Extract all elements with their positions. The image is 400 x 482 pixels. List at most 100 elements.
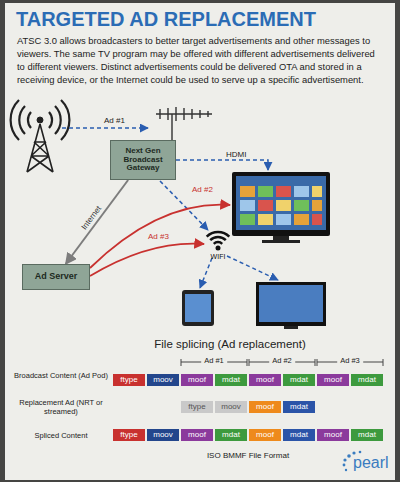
row-label: Spliced Content [14, 431, 108, 440]
row-label: Replacement Ad (NRT or streamed) [14, 398, 108, 416]
tv-tile [240, 214, 255, 225]
tv-stand [262, 240, 300, 243]
wifi-arcs [207, 232, 230, 244]
tv-tile [294, 186, 309, 197]
node-text: moov [221, 403, 241, 412]
gateway-box: Next Gen Broadcast Gateway [110, 140, 176, 180]
node-text: Next Gen Broadcast Gateway [111, 147, 175, 173]
node-text: moov [153, 431, 173, 440]
node-text: mdat [290, 431, 308, 440]
file-box: moof [248, 400, 282, 414]
network-link [66, 180, 128, 264]
signal-label: Ad #2 [192, 185, 213, 194]
antenna-elements [156, 107, 212, 140]
node-text: mdat [222, 376, 240, 385]
segment-label: Ad #2 [269, 357, 295, 366]
node-text: moof [256, 431, 274, 440]
node-text: moof [256, 376, 274, 385]
node-text: moof [324, 376, 342, 385]
file-box: moof [316, 373, 350, 387]
monitor-frame [256, 282, 326, 326]
node-text: moof [324, 431, 342, 440]
node-text: mdat [290, 376, 308, 385]
file-box: mdat [214, 428, 248, 442]
description-text: ATSC 3.0 allows broadcasters to better t… [17, 34, 385, 86]
file-box: mdat [282, 400, 316, 414]
tv-tile [276, 200, 291, 211]
wifi-arrow [227, 256, 278, 280]
tv-tile [258, 214, 273, 225]
tv-tile [240, 200, 255, 211]
hdmi-arrow [176, 160, 268, 170]
logo-dot [359, 451, 362, 454]
file-box: moov [146, 428, 180, 442]
tablet [182, 290, 214, 326]
format-label: ISO BMMF File Format [207, 451, 289, 460]
ota-arrow [62, 127, 148, 129]
network-label: WIFI [211, 253, 226, 261]
tv-tile [312, 214, 322, 225]
ad-arrow [90, 244, 204, 276]
file-box: mdat [214, 373, 248, 387]
section-heading: File splicing (Ad replacement) [154, 338, 305, 351]
broadcast-tower [11, 100, 70, 172]
logo-dot [345, 469, 347, 471]
monitor-screen [259, 285, 323, 322]
radio-waves [11, 100, 70, 140]
node-text: ftype [120, 376, 137, 385]
node-text: Ad Server [35, 272, 78, 282]
wifi-arrow [200, 258, 212, 288]
tv-tile [276, 214, 291, 225]
antenna [156, 107, 212, 140]
tower-top [37, 117, 43, 123]
wifi-icon [207, 232, 230, 250]
logo-dot [343, 458, 346, 461]
tower-lattice [27, 124, 53, 172]
row-label: Broadcast Content (Ad Pod) [14, 371, 108, 380]
file-box: ftype [180, 400, 214, 414]
node-text: mdat [358, 376, 376, 385]
file-box: moof [248, 428, 282, 442]
poster-board [5, 3, 395, 480]
file-box: mdat [282, 428, 316, 442]
tablet-body [182, 290, 214, 326]
interface-label: HDMI [226, 150, 246, 159]
poster-title: TARGETED AD REPLACEMENT [16, 8, 316, 31]
tablet-screen [185, 294, 211, 322]
tv-tile [258, 200, 273, 211]
ad-arrow [90, 205, 230, 268]
tv-stand [273, 236, 289, 240]
tv-tile [258, 186, 273, 197]
file-box: moof [248, 373, 282, 387]
tv-tile [240, 186, 255, 197]
file-box: ftype [112, 373, 146, 387]
node-text: mdat [222, 431, 240, 440]
node-text: moof [188, 376, 206, 385]
segment-label: Ad #1 [201, 357, 227, 366]
file-box: moof [180, 373, 214, 387]
node-text: ftype [120, 431, 137, 440]
tv-screen [236, 176, 326, 230]
file-box: ftype [112, 428, 146, 442]
file-box: mdat [282, 373, 316, 387]
wifi-dot [216, 246, 221, 251]
tv-tile [312, 186, 322, 197]
television [232, 172, 330, 243]
file-box: moov [146, 373, 180, 387]
file-box: moof [316, 428, 350, 442]
monitor [256, 282, 326, 329]
node-text: ftype [188, 403, 205, 412]
tv-frame [232, 172, 330, 236]
signal-label: Ad #1 [104, 116, 125, 125]
segment-label: Ad #3 [337, 357, 363, 366]
file-box: moof [180, 428, 214, 442]
tv-tile [312, 200, 322, 211]
node-text: moof [188, 431, 206, 440]
tv-tile [294, 214, 309, 225]
signal-label: Ad #3 [148, 232, 169, 241]
monitor-stand [284, 326, 298, 329]
node-text: mdat [358, 431, 376, 440]
tv-tile [276, 186, 291, 197]
file-box: mdat [350, 428, 384, 442]
